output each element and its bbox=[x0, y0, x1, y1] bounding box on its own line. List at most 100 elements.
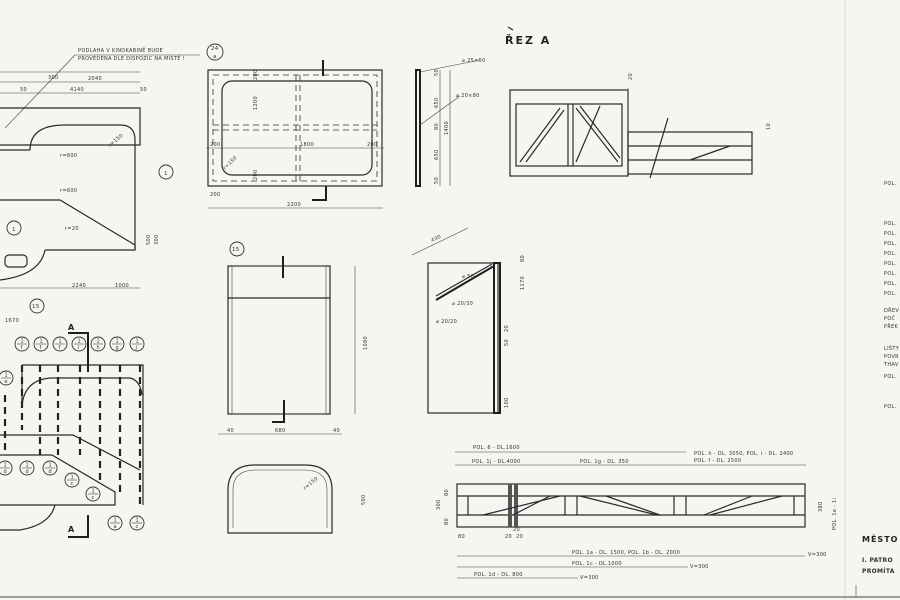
dim: 2200 bbox=[287, 202, 301, 208]
dim: 500 bbox=[146, 235, 152, 245]
legend-entry: POL. bbox=[884, 404, 897, 410]
part-letter: g bbox=[116, 345, 119, 351]
legend-entry: POVR bbox=[884, 354, 899, 360]
part-callout: 1c bbox=[129, 515, 145, 531]
part-number: 1 bbox=[26, 463, 29, 469]
part-callout: 1c bbox=[64, 472, 80, 488]
legend-entry: THAV bbox=[883, 362, 899, 368]
dim: 4140 bbox=[70, 87, 84, 93]
beam-label: POL. 1j - DL.4000 bbox=[472, 459, 521, 465]
part-number: 1 bbox=[4, 463, 7, 469]
beam-label: V=300 bbox=[580, 575, 599, 581]
dim: ⌀ 20/20 bbox=[436, 319, 457, 325]
dim: r=20 bbox=[65, 226, 79, 232]
dim: 300 bbox=[436, 500, 442, 510]
part-callout: 1d bbox=[19, 460, 35, 476]
part-number: 1 bbox=[136, 339, 139, 345]
part-letter: c bbox=[92, 495, 95, 501]
title-city: MĚSTO bbox=[862, 533, 898, 544]
part-number: 1 bbox=[78, 339, 81, 345]
dim: 80 bbox=[520, 255, 526, 262]
dim: 1170 bbox=[520, 276, 526, 290]
part-letter: h bbox=[97, 345, 100, 351]
title-floor: I. PATRO bbox=[862, 557, 893, 564]
part-callout: 1h bbox=[90, 336, 106, 352]
cabinet-section-view: 20 10 bbox=[509, 73, 772, 179]
dim: 40 bbox=[227, 428, 234, 434]
beam-label: POL. 1g - DL. 350 bbox=[580, 459, 629, 465]
beam-label: POL. 1d - DL. 800 bbox=[474, 572, 523, 578]
dim: 50 bbox=[434, 177, 440, 184]
dim: 80 bbox=[434, 123, 440, 130]
part-number: 1 bbox=[5, 373, 8, 379]
section-title: ŘEZ A bbox=[505, 34, 551, 47]
dim: r=600 bbox=[60, 188, 77, 194]
floor-plan-view: 300 2040 50 4140 50 r=150 r=600 r=600 r=… bbox=[0, 71, 174, 324]
dim: 650 bbox=[434, 98, 440, 108]
dim: 20 bbox=[505, 534, 512, 540]
bracket-view: 430 ⌀ 20/30 ⌀ 20/20 ⌀ 50 80 1170 20 50 1… bbox=[411, 227, 526, 414]
part-letter: j bbox=[135, 345, 138, 351]
part-letter: d bbox=[4, 469, 7, 475]
dim: 300 bbox=[48, 75, 58, 81]
part-callout: 1f bbox=[14, 336, 30, 352]
dim: 20 bbox=[504, 325, 510, 332]
part-number: 1 bbox=[97, 339, 100, 345]
frame-24a-view: 24 a 200 1200 200 200 1800 200 r=150 200… bbox=[206, 43, 384, 209]
part-number: 1 bbox=[59, 339, 62, 345]
part-letter: d bbox=[26, 469, 29, 475]
dim: 1080 bbox=[363, 336, 369, 350]
dim: 430 bbox=[430, 234, 442, 244]
beam-elevation: POL. 6 - DL.1600 POL. 1j - DL.4000 POL. … bbox=[436, 445, 838, 581]
beam-label: V=300 bbox=[690, 564, 709, 570]
dim: 20 bbox=[628, 73, 634, 80]
legend-entry: POL. bbox=[884, 281, 897, 287]
section-marker-bottom: A bbox=[68, 525, 75, 534]
callout-1: 1 bbox=[12, 227, 16, 233]
dim: ⌀ 50 bbox=[462, 274, 474, 280]
dim: 40 bbox=[333, 428, 340, 434]
dim: 380 bbox=[818, 502, 824, 512]
legend-entry: POL. bbox=[884, 291, 897, 297]
part-letter: a bbox=[114, 524, 117, 530]
title-room: PROMÍTA bbox=[862, 567, 895, 575]
floor-note: PODLAHA V KINOKABINĚ BUDE PROVEDENA DLE … bbox=[4, 46, 200, 129]
dim: 100 bbox=[504, 398, 510, 408]
dim: 1670 bbox=[5, 318, 19, 324]
dim: POL. 1e - 1i bbox=[832, 498, 838, 530]
dim: 200 bbox=[210, 192, 220, 198]
legend-entry: PŘEK bbox=[884, 322, 899, 330]
beam-label: POL. f - DL. 2500 bbox=[694, 458, 741, 464]
dim: 1400 bbox=[444, 121, 450, 135]
part-number: 1 bbox=[21, 339, 24, 345]
note-line-2: PROVEDENA DLE DISPOZIC NA MÍSTĚ ! bbox=[78, 54, 185, 62]
dim: 1000 bbox=[115, 283, 129, 289]
dim: 10 bbox=[766, 123, 772, 130]
legend-entry: POL. bbox=[884, 251, 897, 257]
dim: 680 bbox=[275, 428, 285, 434]
part-callout: 1a bbox=[107, 515, 123, 531]
dim: 200 bbox=[210, 142, 220, 148]
dim: 80 bbox=[458, 534, 465, 540]
dim: 200 bbox=[253, 170, 259, 180]
dim: r=150 bbox=[107, 133, 124, 149]
legend-entry: POL. bbox=[884, 374, 897, 380]
part-number: 1 bbox=[136, 518, 139, 524]
part-callout: 1g bbox=[109, 336, 125, 352]
dim: 2040 bbox=[88, 76, 102, 82]
legend-entry: POL. bbox=[884, 241, 897, 247]
beam-label: V=300 bbox=[808, 552, 827, 558]
dim: 300 bbox=[154, 235, 160, 245]
dim: 1800 bbox=[300, 142, 314, 148]
section-a-detail: A A bbox=[0, 323, 144, 538]
beam-label: POL. h - DL. 3050, POL. i - DL. 2400 bbox=[694, 451, 793, 457]
dim: 20 bbox=[513, 527, 520, 533]
panel-15-view: 15 1080 40 680 40 500 r=150 bbox=[218, 241, 369, 534]
dim: 20 bbox=[516, 534, 523, 540]
dim: 200 bbox=[367, 142, 377, 148]
callout-15: 15 bbox=[32, 304, 40, 310]
callout-1: 1 bbox=[164, 171, 168, 177]
part-callout: 1f bbox=[33, 336, 49, 352]
